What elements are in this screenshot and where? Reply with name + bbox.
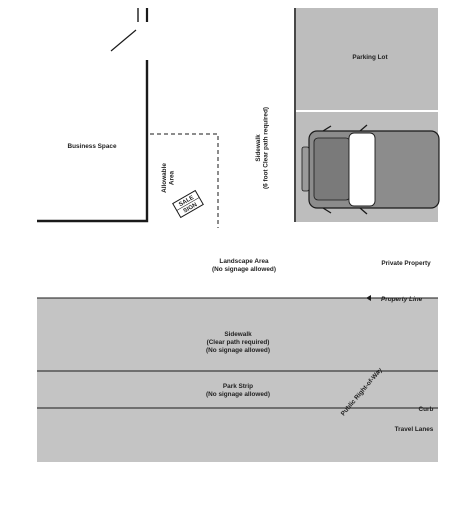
private-property-label: Private Property <box>381 260 431 267</box>
parking-lot-label: Parking Lot <box>352 54 388 61</box>
svg-text:Allowable: Allowable <box>161 163 168 193</box>
street-area <box>37 298 438 462</box>
sidewalk-public-note-1: (Clear path required) <box>207 339 270 346</box>
property-line-arrowhead <box>366 295 371 301</box>
sale-sign: SALE SIGN <box>172 189 204 219</box>
travel-lanes-label: Travel Lanes <box>395 426 434 433</box>
park-strip-label: Park Strip <box>223 383 253 390</box>
allowable-area-outline <box>150 133 219 228</box>
car-icon <box>301 124 440 215</box>
business-space-label: Business Space <box>67 143 116 150</box>
park-strip-note: (No signage allowed) <box>206 391 270 398</box>
landscape-area-label: Landscape Area <box>219 258 269 265</box>
svg-text:(6 foot Clear path required): (6 foot Clear path required) <box>263 107 270 189</box>
sidewalk-public-note-2: (No signage allowed) <box>206 347 270 354</box>
building-wall <box>37 60 149 223</box>
landscape-area-note: (No signage allowed) <box>212 266 276 273</box>
property-line-label: Property Line <box>381 296 423 303</box>
sidewalk-public-label: Sidewalk <box>224 331 252 338</box>
door-leaf <box>110 29 137 52</box>
svg-text:Sidewalk: Sidewalk <box>255 134 262 162</box>
sidewalk-private-label: Sidewalk (6 foot Clear path required) <box>255 107 270 189</box>
svg-text:Area: Area <box>169 170 176 185</box>
curb-label: Curb <box>419 406 434 413</box>
allowable-area-label: Allowable Area <box>161 163 176 193</box>
